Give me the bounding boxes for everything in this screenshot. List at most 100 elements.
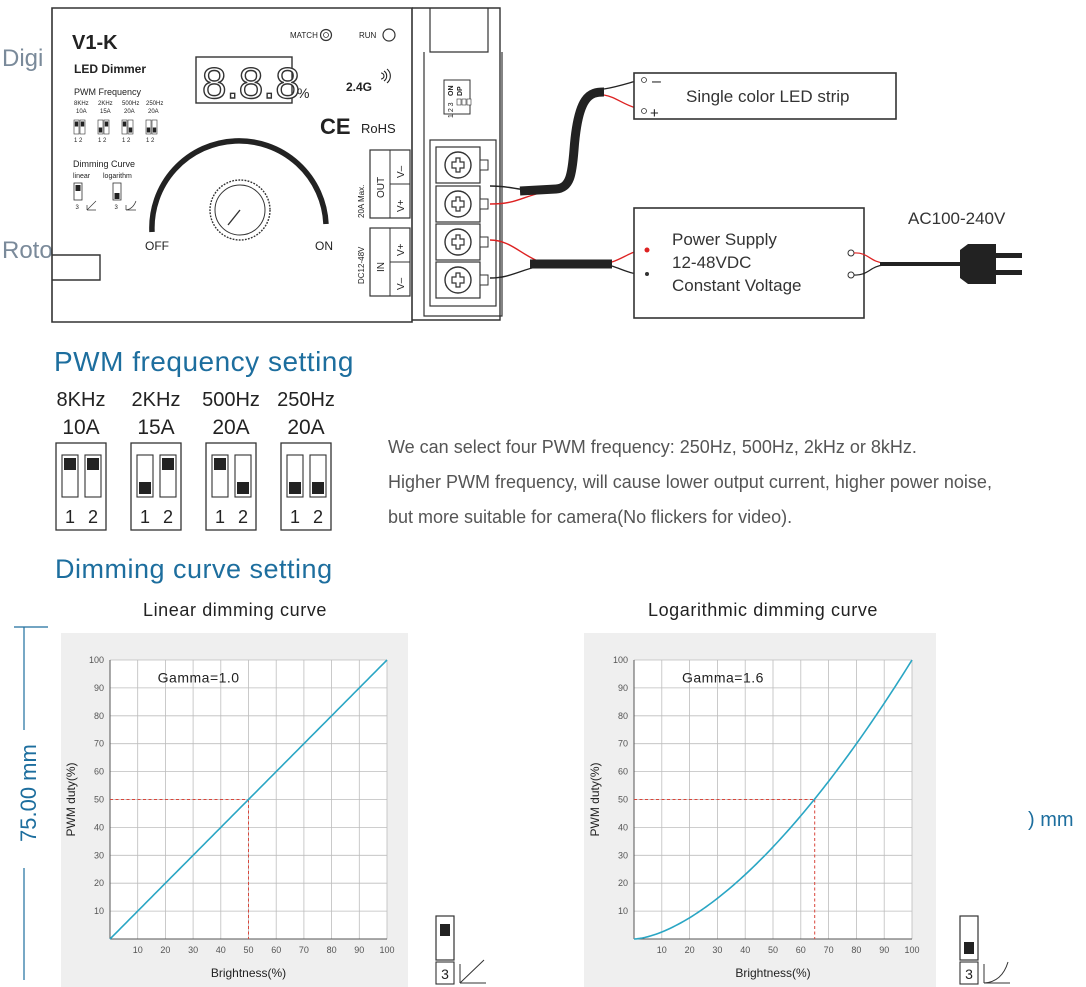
x-tick-label: 40 [740, 945, 750, 955]
plug-icon [960, 244, 996, 284]
x-tick-label: 60 [796, 945, 806, 955]
dimming-curve-line [633, 659, 913, 940]
pwm-dip-knob [289, 482, 301, 494]
screw-cross-icon [451, 196, 465, 212]
chart-title: Logarithmic dimming curve [648, 600, 878, 620]
curve-data-point [883, 702, 886, 705]
pwm-dip-knob [139, 482, 151, 494]
curve-data-point [855, 742, 858, 745]
y-tick-label: 10 [94, 906, 104, 916]
dip-on-label: ON [448, 86, 455, 97]
dimmer-device: V1-K LED Dimmer 8.8.8 % MATCH RUN 2.4G C… [51, 7, 503, 323]
device-pwm-freq: 250Hz [146, 101, 163, 107]
dimension-fragment-right: ) mm [1028, 809, 1074, 831]
y-tick-label: 70 [94, 739, 104, 749]
y-tick-label: 20 [94, 878, 104, 888]
device-pwm-switch [127, 119, 134, 135]
device-pwm-freq: 8KHz [74, 101, 89, 107]
knob-arc [149, 138, 329, 233]
device-pwm-switch-knob [74, 121, 79, 127]
x-tick-label: 30 [188, 945, 198, 955]
screw-cross-icon [451, 234, 465, 250]
curve-data-point [827, 780, 830, 783]
x-axis-label: Brightness(%) [735, 966, 810, 980]
pwm-description-line-2: Higher PWM frequency, will cause lower o… [388, 472, 992, 492]
x-tick-label: 100 [904, 945, 919, 955]
screw-cross-icon [451, 157, 465, 173]
in-range-label: DC12-48V [357, 246, 366, 284]
pwm-option-freq: 2KHz [132, 389, 181, 411]
curve-data-point [164, 882, 167, 885]
pwm-switch-number: 1 [140, 507, 150, 527]
dimension-marker-left: 75.00 mm [14, 626, 48, 980]
curve-data-point [358, 686, 361, 689]
device-pwm-switch [79, 119, 86, 135]
y-tick-label: 80 [618, 711, 628, 721]
pwm-dip-knob [312, 482, 324, 494]
curve-data-point [716, 897, 719, 900]
curve-dip-knob [964, 942, 974, 954]
in-label: IN [376, 262, 387, 272]
curve-data-point [385, 658, 388, 661]
terminal-screw [444, 228, 472, 256]
display-digits: 8.8.8 [202, 59, 300, 108]
psu-line1: Power Supply [672, 230, 777, 249]
log-curve-chart: Logarithmic dimming curve102030405060708… [584, 600, 936, 987]
edge-fragment-digi: Digi [2, 45, 43, 72]
strip-plus: + [650, 105, 659, 122]
curve-data-point [799, 814, 802, 817]
terminal-screw [444, 151, 472, 179]
terminal-clamp [479, 198, 489, 210]
screw-terminals [429, 139, 497, 307]
match-button[interactable] [319, 28, 333, 42]
input-terminal-labels: IN V+ V– DC12-48V [357, 227, 411, 297]
curve-switch-number: 3 [965, 966, 973, 982]
curve-data-point [302, 742, 305, 745]
output-terminal-labels: OUT V– V+ 20A Max. [357, 149, 411, 219]
x-tick-label: 10 [133, 945, 143, 955]
curve-data-point [108, 937, 111, 940]
pwm-option-freq: 250Hz [277, 389, 335, 411]
y-tick-label: 100 [613, 655, 628, 665]
psu-line2: 12-48VDC [672, 253, 751, 272]
y-tick-label: 40 [618, 822, 628, 832]
dimming-curve-label: Dimming Curve [73, 159, 135, 169]
curve-data-point [192, 854, 195, 857]
dimension-label-left: 75.00 mm [16, 744, 41, 842]
curve-data-point [660, 930, 663, 933]
device-pwm-switch [73, 119, 80, 135]
y-tick-label: 100 [89, 655, 104, 665]
terminal-clamp [479, 236, 489, 248]
pwm-dip-knob [64, 458, 76, 470]
y-tick-label: 70 [618, 739, 628, 749]
display-unit: % [297, 85, 309, 101]
output-cable [489, 80, 637, 205]
terminal-screw [444, 190, 472, 218]
curve-data-point [771, 845, 774, 848]
x-tick-label: 80 [851, 945, 861, 955]
device-pwm-num: 1 2 [98, 138, 107, 144]
curve-dip-knob [440, 924, 450, 936]
x-axis-label: Brightness(%) [211, 966, 286, 980]
device-pwm-amp: 10A [76, 109, 87, 115]
pwm-description-line-1: We can select four PWM frequency: 250Hz,… [388, 437, 917, 457]
device-pwm-amp: 20A [148, 109, 159, 115]
pwm-dip-knob [162, 458, 174, 470]
log-curve-icon [983, 961, 1010, 984]
screw-cross-icon [451, 272, 465, 288]
curve-section-title: Dimming curve setting [55, 554, 333, 584]
x-tick-label: 10 [657, 945, 667, 955]
device-pwm-num: 1 2 [74, 138, 83, 144]
out-vminus-label: V– [396, 165, 407, 178]
out-vplus-label: V+ [396, 199, 407, 212]
curve-data-point [744, 873, 747, 876]
ce-mark: CE [320, 114, 351, 139]
pwm-option-amp: 20A [212, 416, 249, 439]
pwm-dip-knob [214, 458, 226, 470]
x-tick-label: 70 [299, 945, 309, 955]
device-pwm-switch-knob [146, 127, 151, 133]
pwm-dip-knob [87, 458, 99, 470]
in-vminus-label: V– [396, 277, 407, 290]
curve-data-point [219, 826, 222, 829]
